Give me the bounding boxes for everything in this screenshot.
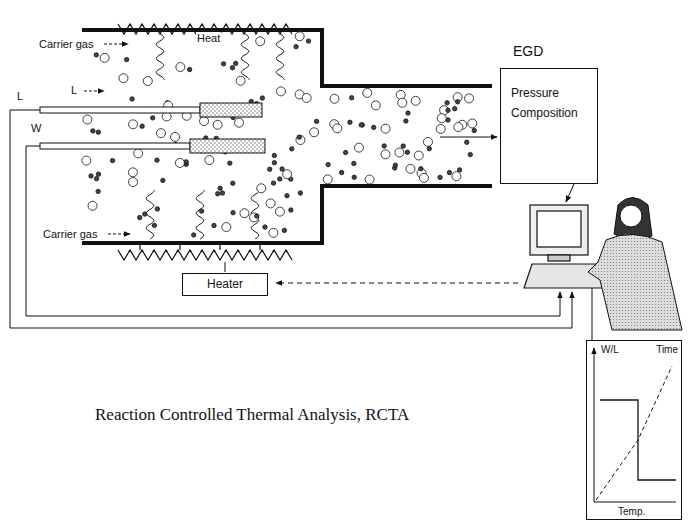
chart-box: W/L TimeTemp. (586, 340, 682, 520)
heater-coil (118, 24, 292, 260)
label-text: L (16, 90, 24, 103)
heater-box: Heater (182, 273, 268, 296)
label-text: Carrier gas (38, 38, 94, 51)
label-text: L (70, 84, 78, 97)
label-text: W (30, 122, 42, 135)
computer (524, 205, 604, 288)
heater-label: Heater (191, 277, 259, 291)
egd-box: EGDPressure Composition (500, 68, 598, 184)
axis-label: Time (655, 344, 679, 355)
label-text: Heat (196, 32, 221, 45)
device-heading: EGD (513, 43, 543, 59)
sample-holder (40, 103, 265, 153)
device-body: Pressure Composition (511, 83, 585, 123)
control-signal (276, 283, 518, 284)
chart-plot (586, 340, 682, 520)
axis-label: Temp. (617, 506, 646, 517)
furnace-wall (82, 30, 492, 243)
gas-particles (82, 32, 477, 238)
operator (588, 198, 682, 331)
gas-flow-arrow (84, 44, 130, 234)
heat-wave (146, 34, 284, 239)
axis-label: W/L (600, 344, 620, 355)
label-text: Carrier gas (42, 228, 98, 241)
caption: Reaction Controlled Thermal Analysis, RC… (95, 405, 409, 425)
